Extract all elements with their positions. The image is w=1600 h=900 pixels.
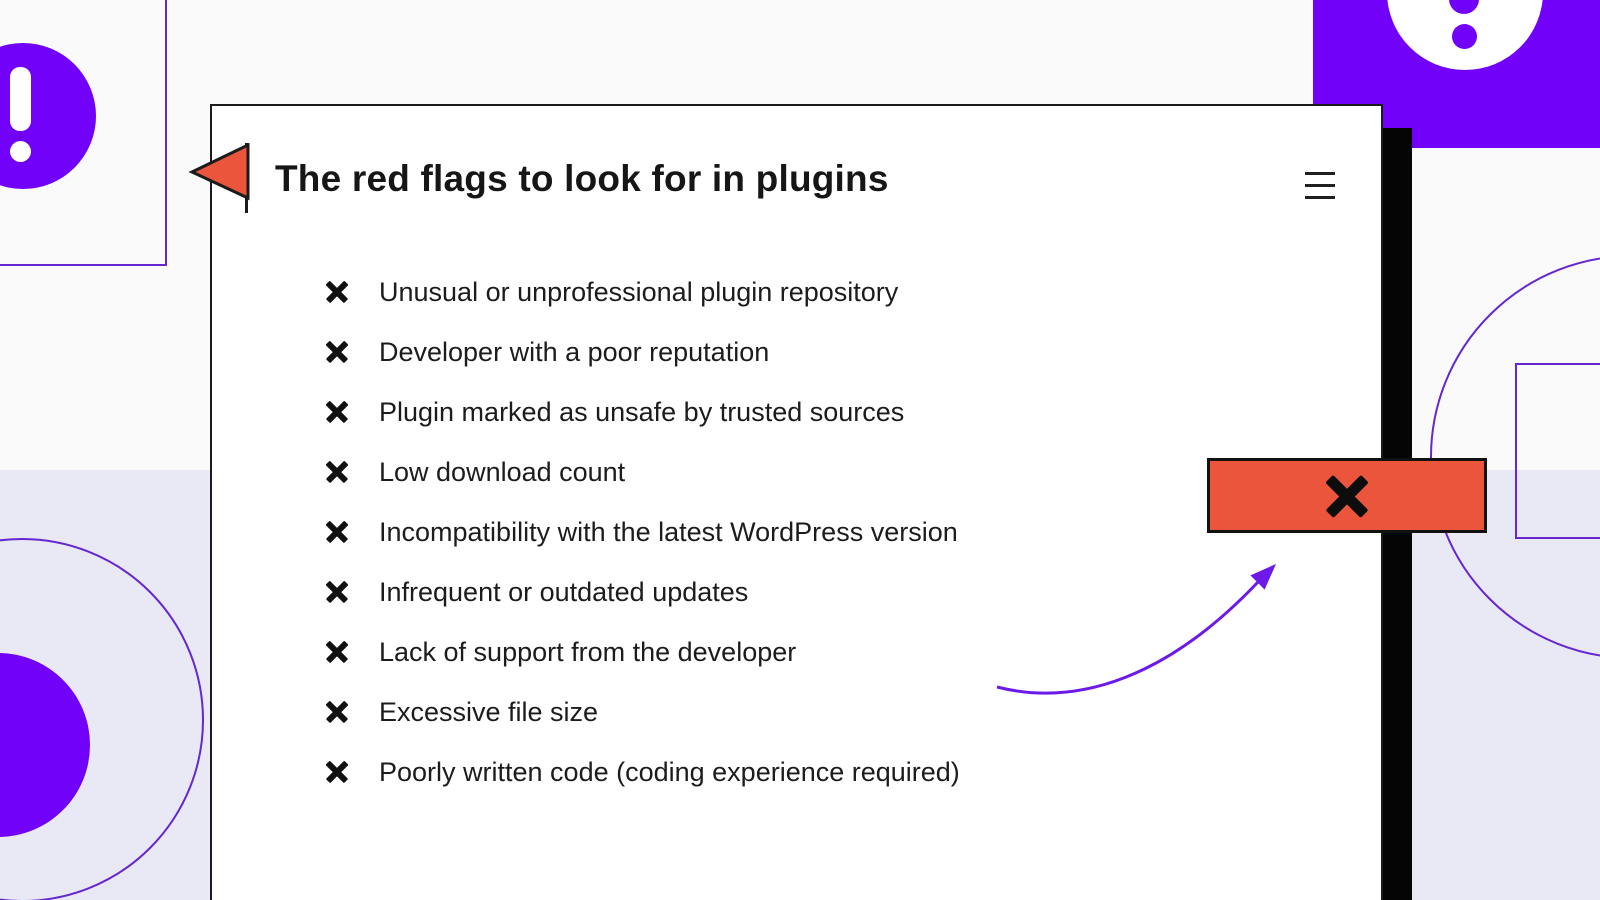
x-mark-icon — [325, 580, 349, 604]
list-item: Lack of support from the developer — [212, 622, 1381, 682]
exclamation-stem — [10, 67, 31, 131]
list-item-text: Lack of support from the developer — [379, 636, 797, 667]
x-mark-icon — [325, 460, 349, 484]
menu-bar — [1305, 184, 1335, 187]
x-mark-icon — [1322, 471, 1372, 521]
x-mark-icon — [325, 520, 349, 544]
page-title: The red flags to look for in plugins — [275, 158, 889, 199]
x-mark-icon — [325, 700, 349, 724]
exclamation-stem — [1449, 0, 1479, 14]
list-item-text: Developer with a poor reputation — [379, 336, 770, 367]
top-left-rectangle-outline — [0, 0, 167, 266]
x-mark-icon — [325, 760, 349, 784]
list-item: Low download count — [212, 442, 1381, 502]
red-flags-list: Unusual or unprofessional plugin reposit… — [212, 262, 1381, 802]
list-item: Developer with a poor reputation — [212, 322, 1381, 382]
list-item-text: Poorly written code (coding experience r… — [379, 756, 960, 787]
red-flags-card: The red flags to look for in plugins Unu… — [210, 104, 1383, 900]
list-item: Infrequent or outdated updates — [212, 562, 1381, 622]
red-flag-icon — [188, 142, 250, 213]
list-item: Unusual or unprofessional plugin reposit… — [212, 262, 1381, 322]
list-item-text: Plugin marked as unsafe by trusted sourc… — [379, 396, 905, 427]
right-square-outline — [1515, 363, 1600, 539]
list-item-text: Infrequent or outdated updates — [379, 576, 749, 607]
list-item: Incompatibility with the latest WordPres… — [212, 502, 1381, 562]
list-item-text: Excessive file size — [379, 696, 599, 727]
list-item-text: Incompatibility with the latest WordPres… — [379, 516, 958, 547]
menu-bar — [1305, 172, 1335, 175]
x-mark-icon — [325, 280, 349, 304]
list-item: Excessive file size — [212, 682, 1381, 742]
menu-bar — [1305, 196, 1335, 199]
x-mark-icon — [325, 640, 349, 664]
exclamation-dot — [10, 141, 31, 162]
hamburger-menu-icon[interactable] — [1305, 172, 1335, 200]
x-mark-icon — [325, 400, 349, 424]
list-item: Poorly written code (coding experience r… — [212, 742, 1381, 802]
list-item: Plugin marked as unsafe by trusted sourc… — [212, 382, 1381, 442]
x-mark-icon — [325, 340, 349, 364]
x-banner — [1207, 458, 1487, 533]
exclamation-dot — [1452, 24, 1477, 49]
list-item-text: Low download count — [379, 456, 626, 487]
list-item-text: Unusual or unprofessional plugin reposit… — [379, 276, 899, 307]
